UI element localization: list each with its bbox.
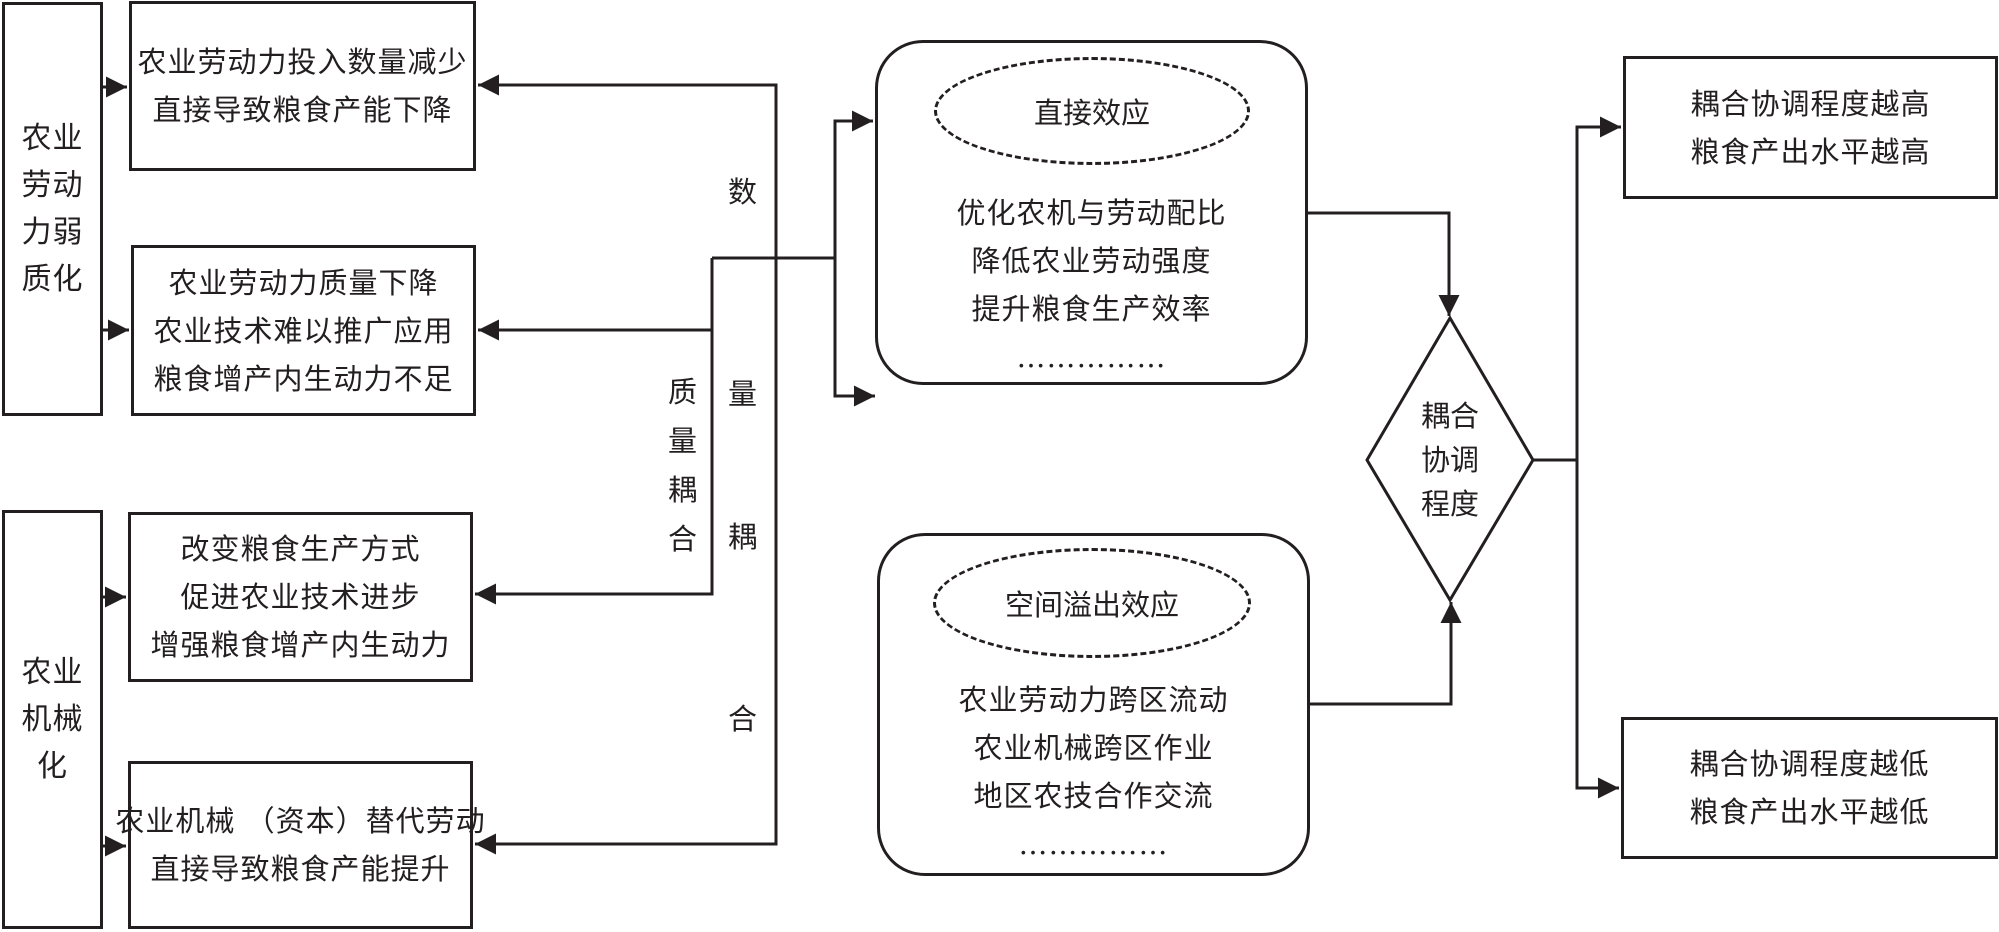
source-mech-line: 化 [37, 749, 68, 784]
source-labor-line: 力弱 [21, 215, 84, 250]
quality-coupling-label-1: 质 [668, 375, 698, 409]
quality-coupling-line-bottom [475, 258, 714, 605]
impact-line: 直接导致粮食产能提升 [150, 852, 451, 886]
quality-coupling-label-2: 量 [668, 424, 698, 458]
outcome-line: 粮食产出水平越低 [1689, 795, 1930, 829]
quantity-coupling-label-1: 数 [728, 175, 758, 209]
quality-coupling-label-4: 合 [668, 522, 698, 556]
source-labor-line: 劳动 [21, 168, 84, 203]
impact-line: 直接导致粮食产能下降 [152, 93, 453, 127]
source-mechanization: 农业 机械 化 [2, 510, 103, 929]
direct-effect-title-text: 直接效应 [1033, 96, 1150, 130]
decision-line: 协调 [1420, 443, 1479, 477]
source-labor-line: 质化 [21, 262, 84, 297]
impact-box-quantity-decline: 农业劳动力投入数量减少 直接导致粮食产能下降 [129, 1, 476, 171]
decision-label: 耦合 协调 程度 [1400, 394, 1500, 526]
impact-box-capital-substitution: 农业机械 （资本）替代劳动 直接导致粮食产能提升 [115, 761, 485, 929]
arrow-direct-to-decision [1307, 211, 1460, 316]
quality-coupling-label-3: 耦 [668, 473, 698, 507]
quantity-coupling-label-2: 量 [728, 377, 758, 411]
effect-line: 地区农技合作交流 [973, 779, 1214, 813]
source-labor-weakening: 农业 劳动 力弱 质化 [2, 2, 103, 416]
outcome-line: 耦合协调程度越低 [1689, 747, 1930, 781]
spillover-effect-title: 空间溢出效应 [933, 548, 1251, 658]
quantity-coupling-label-4: 合 [728, 702, 758, 736]
quantity-coupling-label-3: 耦 [728, 520, 758, 554]
effect-line: 优化农机与劳动配比 [956, 196, 1227, 230]
arrow-to-outcome-low [1575, 460, 1619, 799]
outcome-line: 粮食产出水平越高 [1690, 134, 1931, 169]
decision-line: 程度 [1420, 487, 1479, 521]
spillover-effect-title-text: 空间溢出效应 [1004, 588, 1179, 622]
effect-line: 农业劳动力跨区流动 [958, 683, 1229, 717]
arrow-to-spillover-effect [833, 258, 875, 407]
impact-line: 农业技术难以推广应用 [153, 313, 454, 348]
source-mech-line: 机械 [21, 702, 84, 737]
effect-ellipsis: …………… [1018, 827, 1169, 861]
quality-coupling-line [478, 258, 714, 341]
direct-effect-title: 直接效应 [934, 57, 1250, 165]
effect-line: 降低农业劳动强度 [971, 244, 1212, 278]
outcome-line: 耦合协调程度越高 [1690, 86, 1931, 121]
quantity-coupling-line-bottom [475, 462, 778, 855]
decision-diamond [1365, 315, 1535, 603]
impact-line: 促进农业技术进步 [180, 580, 421, 614]
outcome-high-box: 耦合协调程度越高 粮食产出水平越高 [1623, 56, 1998, 199]
source-mech-line: 农业 [21, 655, 84, 690]
effect-line: 提升粮食生产效率 [971, 292, 1212, 326]
impact-line: 农业劳动力投入数量减少 [137, 45, 468, 79]
impact-box-tech-progress: 改变粮食生产方式 促进农业技术进步 增强粮食增产内生动力 [128, 512, 473, 682]
effect-ellipsis: …………… [1016, 340, 1167, 374]
impact-line: 农业机械 （资本）替代劳动 [115, 804, 486, 838]
decision-line: 耦合 [1420, 399, 1479, 433]
outcome-low-box: 耦合协调程度越低 粮食产出水平越低 [1621, 717, 1998, 859]
impact-line: 农业劳动力质量下降 [168, 265, 439, 300]
arrow-to-outcome-high [1575, 116, 1621, 460]
source-labor-line: 农业 [21, 121, 84, 156]
impact-line: 改变粮食生产方式 [180, 532, 421, 566]
impact-line: 增强粮食增产内生动力 [150, 628, 451, 662]
arrow-to-direct-effect [833, 110, 873, 258]
impact-line: 粮食增产内生动力不足 [153, 361, 454, 396]
arrow-spillover-to-decision [1309, 602, 1462, 706]
impact-box-quality-decline: 农业劳动力质量下降 农业技术难以推广应用 粮食增产内生动力不足 [131, 245, 476, 416]
effect-line: 农业机械跨区作业 [973, 731, 1214, 765]
